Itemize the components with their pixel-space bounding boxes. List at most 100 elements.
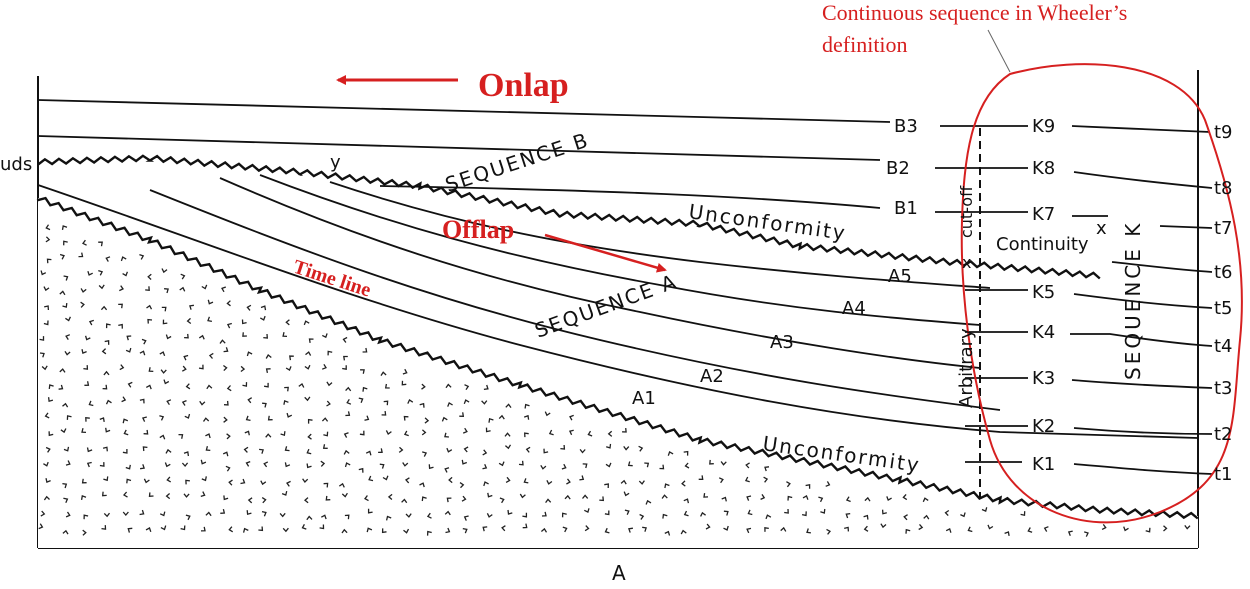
rock-mark — [319, 524, 325, 530]
t9-label: t9 — [1214, 122, 1233, 143]
rock-mark — [286, 412, 293, 418]
rock-mark — [645, 499, 652, 505]
rock-mark — [228, 526, 234, 533]
rock-mark — [259, 448, 264, 454]
rock-mark — [298, 383, 305, 388]
rock-mark — [683, 510, 689, 517]
rock-mark — [85, 416, 90, 422]
rock-mark — [364, 415, 370, 421]
rock-mark — [127, 381, 133, 388]
rock-mark — [98, 241, 103, 247]
rock-mark — [162, 319, 168, 325]
rock-mark — [703, 493, 709, 498]
sequence-k-label: SEQUENCE K — [1121, 221, 1145, 380]
rock-mark — [80, 301, 85, 308]
rock-mark — [98, 284, 105, 290]
rock-mark — [165, 493, 171, 500]
rock-mark — [384, 383, 390, 389]
rock-mark — [65, 460, 71, 466]
rock-mark — [122, 418, 129, 424]
rock-mark — [459, 482, 465, 489]
rock-mark — [544, 411, 551, 417]
rock-mark — [44, 305, 50, 311]
rock-mark — [246, 510, 252, 516]
rock-mark — [45, 478, 51, 483]
rock-mark — [385, 430, 392, 435]
rock-mark — [579, 475, 585, 481]
rock-mark — [584, 508, 590, 514]
k5-label: K5 — [1032, 282, 1055, 303]
rock-mark — [463, 399, 470, 405]
rock-mark — [307, 433, 312, 440]
rock-mark — [283, 400, 289, 405]
rock-mark — [38, 523, 44, 530]
rock-mark — [285, 319, 290, 326]
rock-mark — [226, 322, 232, 329]
rock-mark — [244, 430, 250, 436]
rock-mark — [279, 512, 286, 518]
rock-mark — [483, 481, 489, 487]
rock-mark — [141, 338, 147, 345]
rock-mark — [84, 335, 91, 341]
rock-mark — [524, 403, 530, 409]
rock-mark — [579, 449, 586, 454]
b2-label: B2 — [886, 158, 910, 179]
rock-mark — [202, 417, 210, 422]
rock-mark — [66, 415, 72, 420]
rock-mark — [445, 527, 451, 534]
t8-label: t8 — [1214, 178, 1233, 199]
rock-mark — [101, 491, 107, 497]
rock-mark — [246, 351, 253, 357]
rock-mark — [561, 512, 567, 518]
a1-label: A1 — [632, 388, 656, 409]
rock-mark — [507, 509, 513, 515]
b1-label: B1 — [894, 198, 918, 219]
rock-mark — [606, 443, 612, 449]
rock-mark — [683, 450, 689, 456]
rock-mark — [48, 431, 54, 437]
rock-mark — [103, 370, 110, 376]
rock-mark — [498, 461, 505, 467]
rock-mark — [944, 509, 950, 517]
rock-mark — [228, 479, 233, 486]
rock-mark — [1004, 531, 1010, 537]
rock-mark — [382, 475, 389, 481]
k7-label: K7 — [1032, 204, 1055, 225]
rock-mark — [325, 495, 331, 501]
rock-mark — [504, 432, 511, 437]
rock-mark — [240, 365, 246, 373]
rock-mark — [160, 525, 167, 531]
rock-mark — [200, 526, 206, 532]
rock-mark — [683, 498, 690, 504]
rock-mark — [709, 459, 714, 465]
rock-mark — [522, 523, 528, 529]
rock-mark — [426, 530, 432, 536]
rock-mark — [247, 497, 253, 504]
rock-mark — [87, 271, 93, 276]
rock-mark — [518, 460, 524, 466]
rock-mark — [720, 461, 727, 466]
rock-mark — [64, 350, 71, 356]
rock-mark — [223, 416, 228, 423]
rock-mark — [127, 527, 133, 533]
rock-mark — [303, 497, 309, 504]
rock-mark — [40, 510, 46, 517]
rock-mark — [226, 433, 231, 440]
a5-label: A5 — [888, 266, 912, 287]
rock-mark — [259, 315, 266, 321]
rock-mark — [63, 240, 68, 246]
rock-mark — [358, 467, 364, 473]
rock-mark — [362, 347, 368, 353]
rock-mark — [62, 402, 69, 408]
rock-mark — [166, 399, 172, 406]
rock-mark — [744, 476, 750, 483]
rock-mark — [787, 495, 793, 501]
rock-mark — [284, 386, 289, 392]
rock-mark — [723, 510, 729, 516]
rock-mark — [208, 352, 214, 359]
rock-mark — [263, 333, 269, 339]
rock-mark — [263, 461, 269, 468]
rock-mark — [967, 526, 973, 533]
rock-mark — [185, 383, 191, 390]
rock-mark — [185, 514, 191, 521]
